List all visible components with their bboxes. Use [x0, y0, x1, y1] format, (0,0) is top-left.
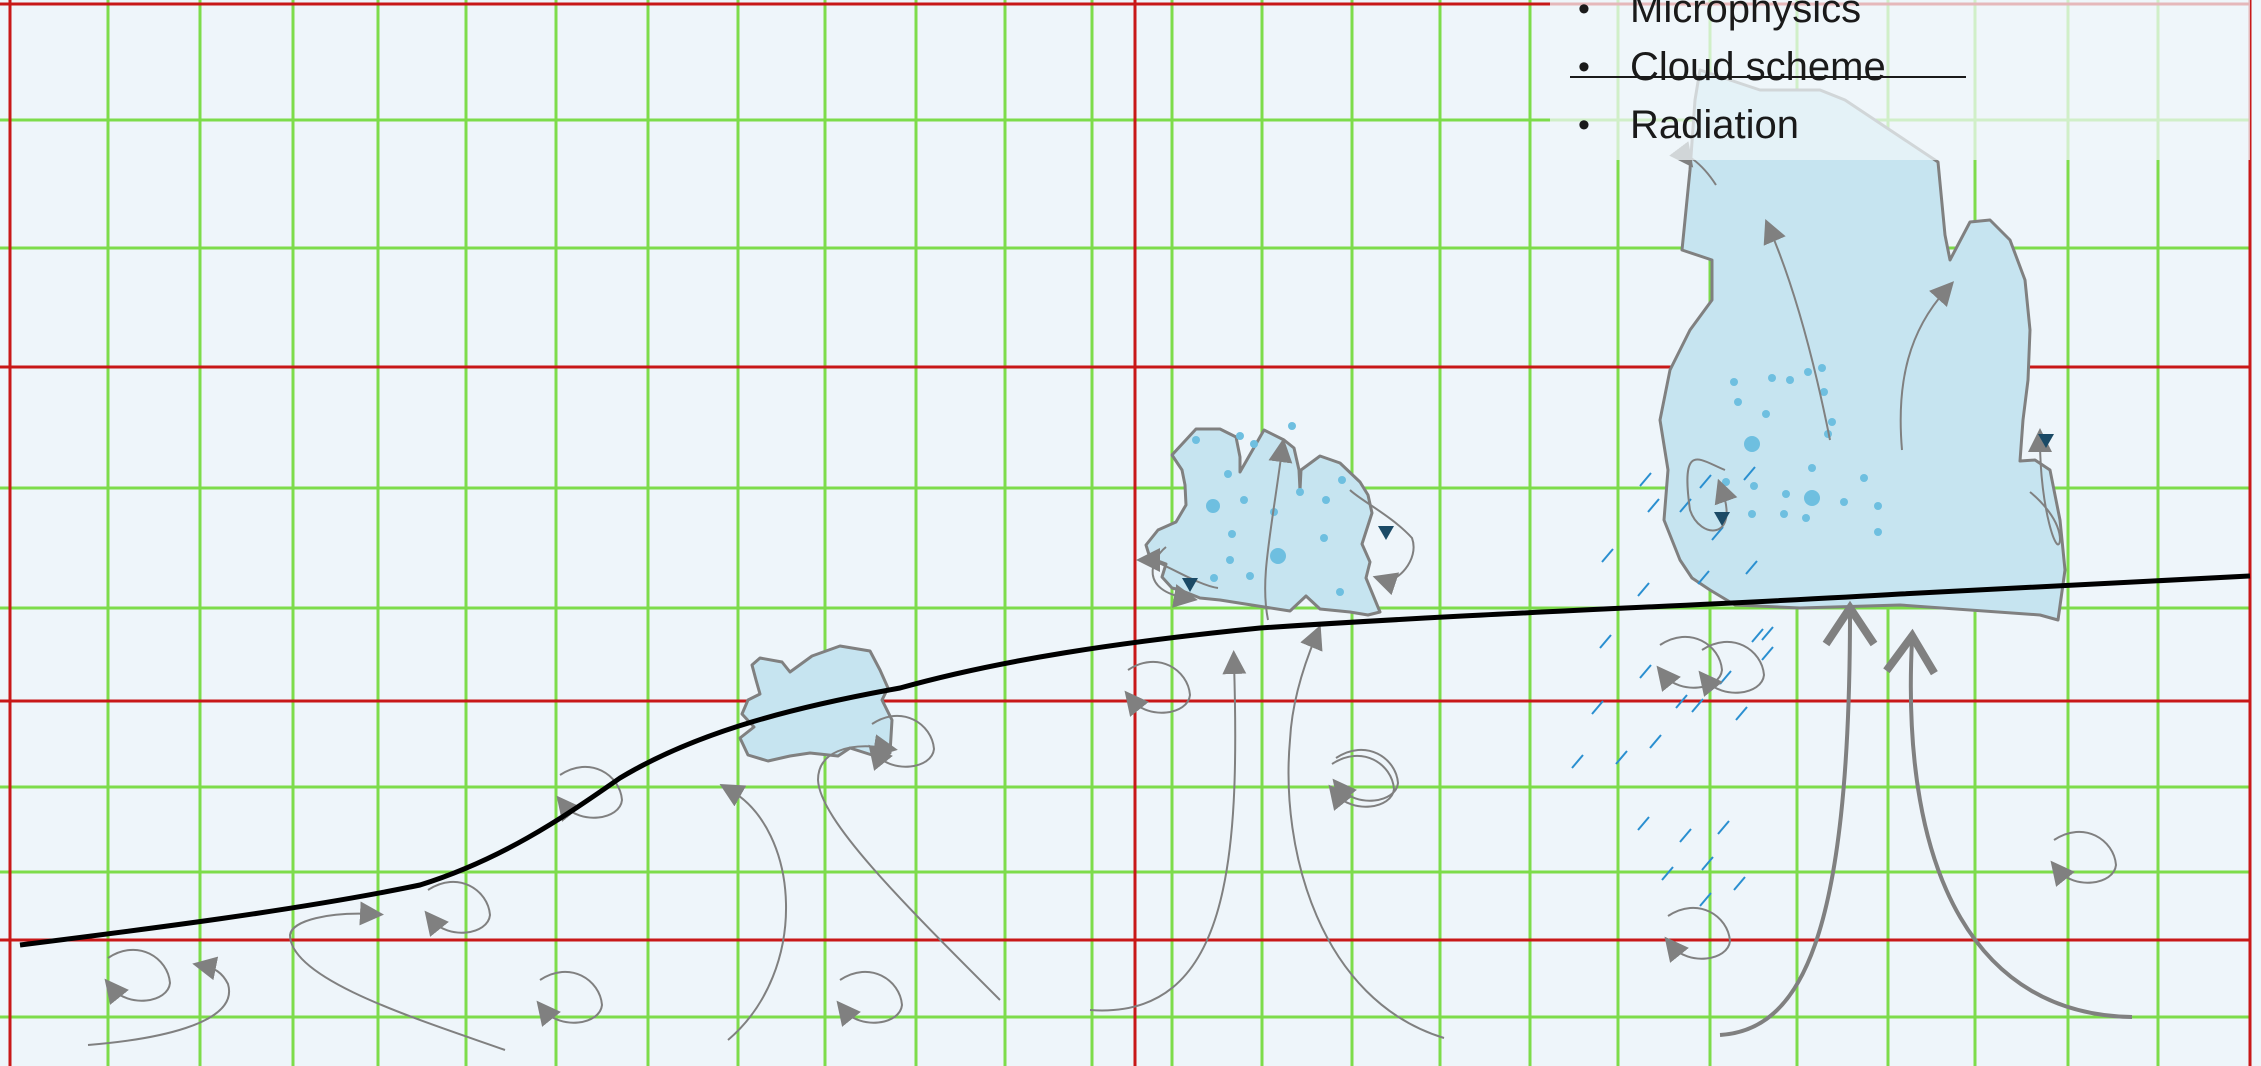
legend-item-label: Microphysics [1630, 0, 1861, 31]
droplet [1250, 440, 1258, 448]
droplet [1818, 364, 1826, 372]
bullet-icon: • [1578, 0, 1590, 38]
droplet [1768, 374, 1776, 382]
droplet [1840, 498, 1848, 506]
droplet [1240, 496, 1248, 504]
droplet [1744, 436, 1760, 452]
droplet [1860, 474, 1868, 482]
droplet [1288, 422, 1296, 430]
droplet [1224, 470, 1232, 478]
droplet [1804, 490, 1820, 506]
droplet [1320, 534, 1328, 542]
droplet [1748, 510, 1756, 518]
droplet [1722, 478, 1730, 486]
droplet [1762, 410, 1770, 418]
droplet [1322, 496, 1330, 504]
legend-item-label: Cloud scheme [1630, 45, 1886, 89]
droplet [1786, 376, 1794, 384]
bullet-icon: • [1578, 96, 1590, 154]
droplet [1750, 482, 1758, 490]
strikethrough-line [1570, 76, 1966, 78]
droplet [1236, 432, 1244, 440]
droplet [1782, 490, 1790, 498]
droplet [1802, 514, 1810, 522]
droplet [1336, 588, 1344, 596]
droplet [1226, 556, 1234, 564]
droplet [1874, 502, 1882, 510]
droplet [1210, 574, 1218, 582]
legend-item-radiation: • Radiation [1550, 96, 2250, 154]
legend-box: • Microphysics • Cloud scheme • Radiatio… [1550, 0, 2250, 160]
droplet [1780, 510, 1788, 518]
droplet [1874, 528, 1882, 536]
legend-item-cloud-scheme: • Cloud scheme [1550, 38, 2250, 96]
droplet [1734, 398, 1742, 406]
droplet [1246, 572, 1254, 580]
droplet [1192, 436, 1200, 444]
droplet [1228, 530, 1236, 538]
droplet [1808, 464, 1816, 472]
droplet [1338, 476, 1346, 484]
droplet [1828, 418, 1836, 426]
droplet [1206, 499, 1220, 513]
legend-item-label: Radiation [1630, 103, 1799, 147]
legend-list: • Microphysics • Cloud scheme • Radiatio… [1550, 0, 2250, 154]
droplet [1804, 368, 1812, 376]
droplet [1270, 548, 1286, 564]
legend-item-microphysics: • Microphysics [1550, 0, 2250, 38]
droplet [1730, 378, 1738, 386]
droplet [1296, 488, 1304, 496]
bullet-icon: • [1578, 38, 1590, 96]
